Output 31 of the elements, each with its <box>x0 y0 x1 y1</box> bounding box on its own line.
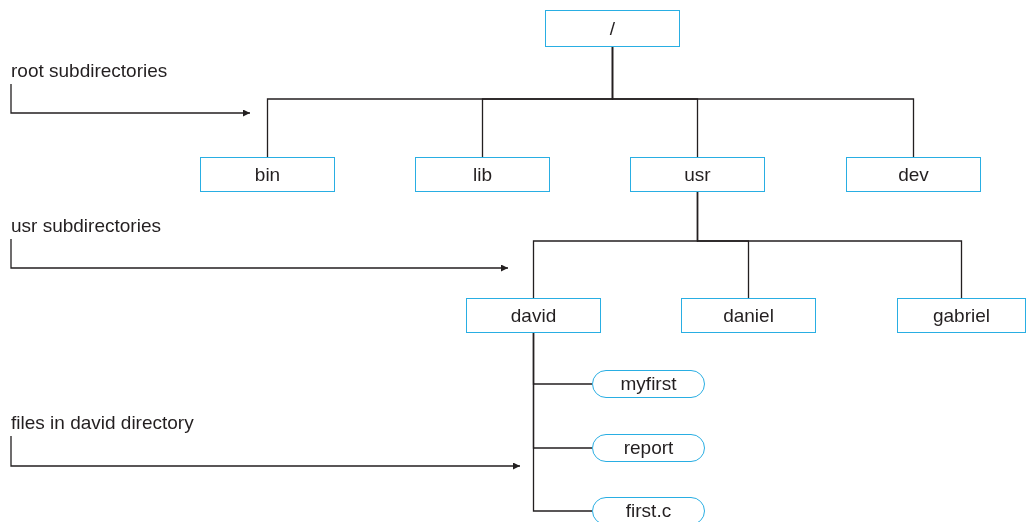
annotation-text: files in david directory <box>11 410 194 436</box>
directory-box <box>415 157 550 192</box>
directory-box <box>897 298 1026 333</box>
directory-name: usr <box>684 163 711 186</box>
arrow <box>10 83 251 117</box>
directory-name: david <box>510 304 557 327</box>
file-name: report <box>623 437 674 459</box>
annotation-text: usr subdirectories <box>11 213 161 239</box>
annotation-text: root subdirectories <box>11 58 168 84</box>
connector-line <box>611 46 915 158</box>
directory-name: gabriel <box>932 304 990 327</box>
file-box <box>592 370 705 398</box>
arrow <box>10 238 509 272</box>
directory-name: bin <box>254 163 281 186</box>
file-name: myfirst <box>620 373 677 395</box>
directory-name: daniel <box>723 304 774 327</box>
directory-name: / <box>609 17 616 40</box>
directory-name: lib <box>473 163 492 186</box>
arrow <box>10 435 521 470</box>
directory-box <box>846 157 981 192</box>
directory-box <box>681 298 816 333</box>
directory-box <box>630 157 765 192</box>
connector-line <box>696 191 963 299</box>
connector-line <box>532 332 593 512</box>
file-box <box>592 497 705 522</box>
directory-box <box>545 10 680 47</box>
directory-box <box>466 298 601 333</box>
file-name: first.c <box>625 500 672 522</box>
directory-box <box>200 157 335 192</box>
file-box <box>592 434 705 462</box>
directory-name: dev <box>898 163 929 186</box>
